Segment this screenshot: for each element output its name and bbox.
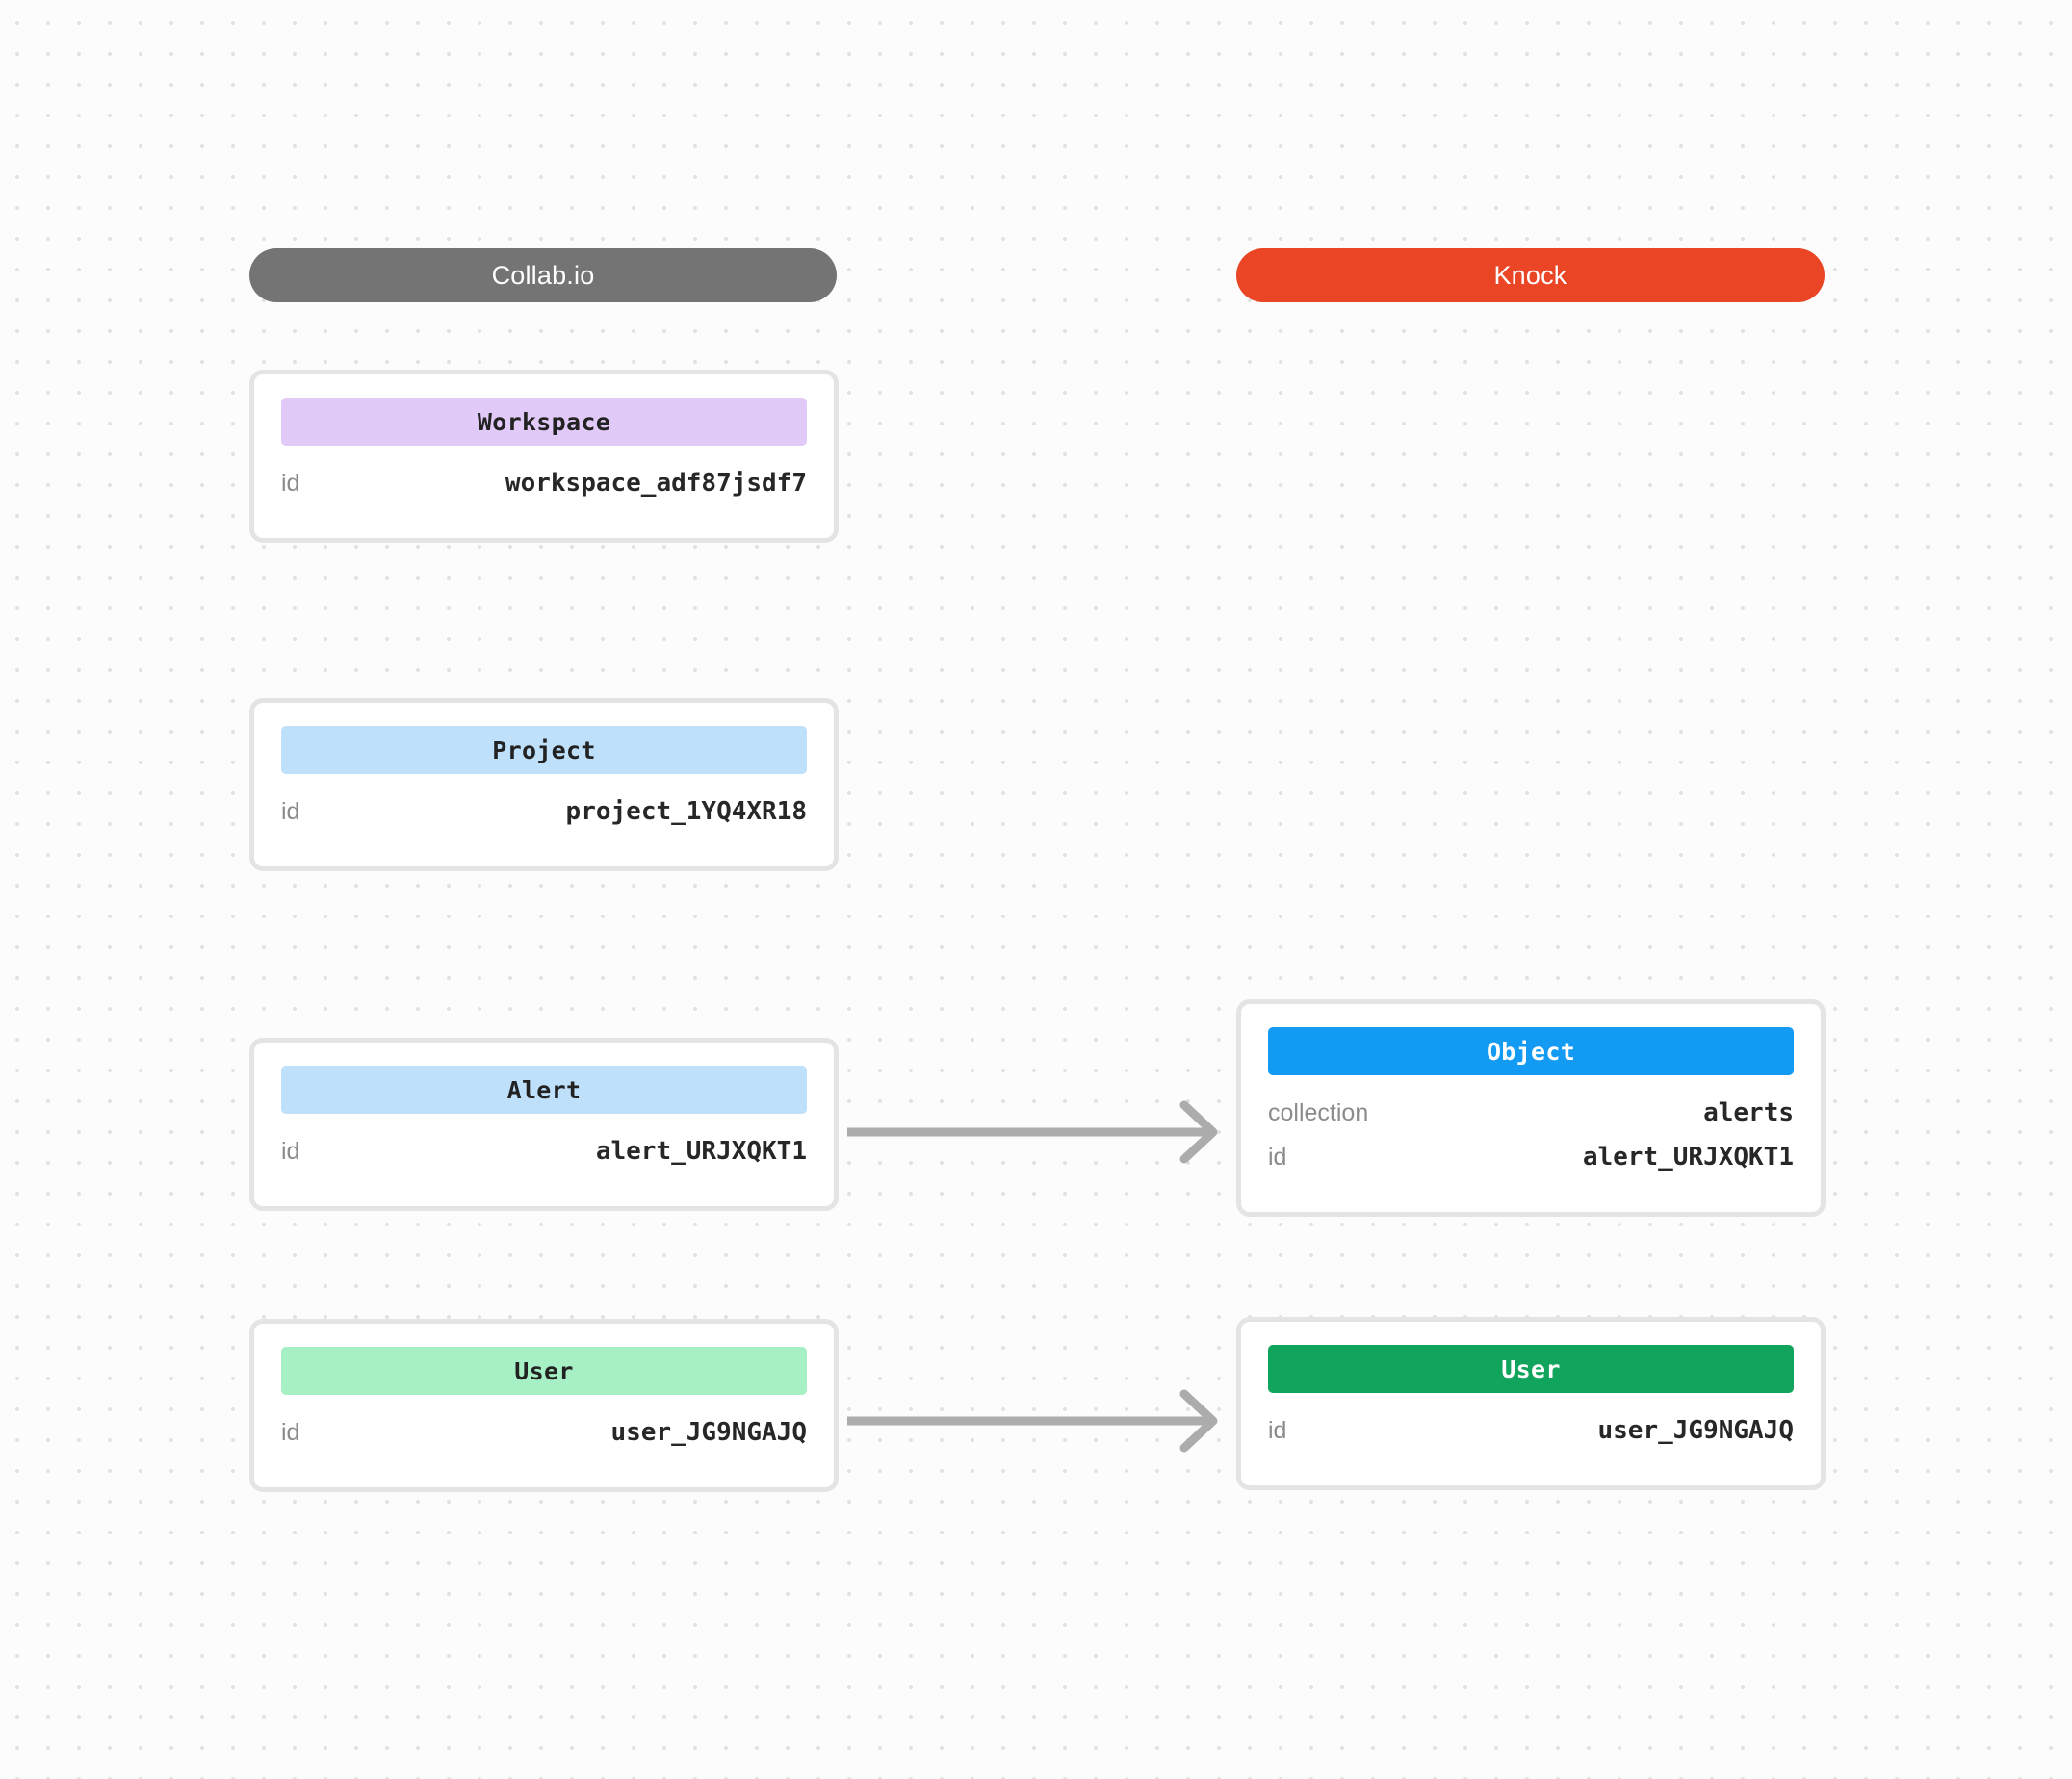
row-value: user_JG9NGAJQ (1597, 1416, 1795, 1445)
table-row: collection alerts (1268, 1098, 1794, 1143)
table-row: id alert_URJXQKT1 (1268, 1143, 1794, 1187)
card-user-target-title: User (1268, 1345, 1794, 1393)
card-user-target[interactable]: User id user_JG9NGAJQ (1236, 1317, 1826, 1490)
table-row: id project_1YQ4XR18 (281, 797, 807, 841)
table-row: id user_JG9NGAJQ (1268, 1416, 1794, 1460)
card-project-title: Project (281, 726, 807, 774)
row-label: id (1268, 1417, 1287, 1444)
card-object-rows: collection alerts id alert_URJXQKT1 (1268, 1098, 1794, 1187)
row-label: collection (1268, 1099, 1369, 1126)
row-value: user_JG9NGAJQ (610, 1418, 808, 1447)
table-row: id alert_URJXQKT1 (281, 1137, 807, 1181)
card-alert[interactable]: Alert id alert_URJXQKT1 (249, 1038, 839, 1211)
card-user-target-rows: id user_JG9NGAJQ (1268, 1416, 1794, 1460)
card-user-source-title: User (281, 1347, 807, 1395)
column-header-knock[interactable]: Knock (1236, 248, 1825, 302)
arrow-right-icon (847, 1100, 1218, 1164)
row-value: workspace_adf87jsdf7 (505, 469, 807, 498)
row-label: id (281, 1138, 300, 1165)
arrow-right-icon (847, 1389, 1218, 1453)
row-value: alert_URJXQKT1 (1582, 1143, 1794, 1172)
card-object[interactable]: Object collection alerts id alert_URJXQK… (1236, 999, 1826, 1217)
card-project-rows: id project_1YQ4XR18 (281, 797, 807, 841)
row-label: id (281, 798, 300, 825)
card-project[interactable]: Project id project_1YQ4XR18 (249, 698, 839, 871)
row-value: alerts (1703, 1098, 1794, 1127)
card-workspace[interactable]: Workspace id workspace_adf87jsdf7 (249, 370, 839, 543)
table-row: id workspace_adf87jsdf7 (281, 469, 807, 513)
row-label: id (281, 1419, 300, 1446)
card-alert-rows: id alert_URJXQKT1 (281, 1137, 807, 1181)
card-user-source[interactable]: User id user_JG9NGAJQ (249, 1319, 839, 1492)
card-workspace-rows: id workspace_adf87jsdf7 (281, 469, 807, 513)
card-user-source-rows: id user_JG9NGAJQ (281, 1418, 807, 1462)
row-value: alert_URJXQKT1 (595, 1137, 807, 1166)
table-row: id user_JG9NGAJQ (281, 1418, 807, 1462)
row-value: project_1YQ4XR18 (565, 797, 807, 826)
row-label: id (1268, 1144, 1287, 1171)
card-object-title: Object (1268, 1027, 1794, 1075)
row-label: id (281, 470, 300, 497)
column-header-collab[interactable]: Collab.io (249, 248, 837, 302)
card-alert-title: Alert (281, 1066, 807, 1114)
card-workspace-title: Workspace (281, 398, 807, 446)
